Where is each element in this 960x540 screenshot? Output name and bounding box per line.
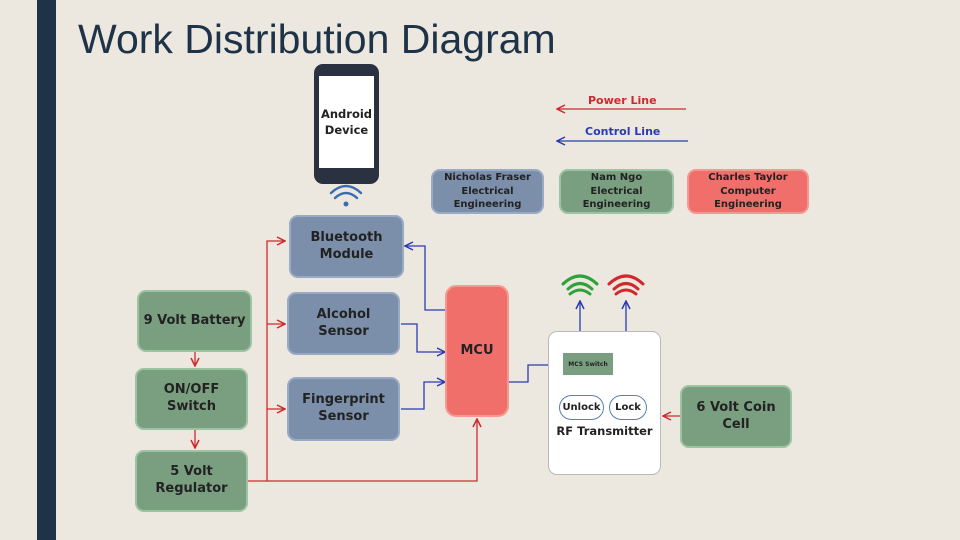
alcohol-sensor-block: Alcohol Sensor: [287, 292, 400, 355]
sidebar-bar: [37, 0, 56, 540]
rf-transmitter-label: RF Transmitter: [556, 424, 653, 438]
legend-power-label: Power Line: [588, 94, 657, 107]
unlock-button: Unlock: [559, 395, 604, 420]
control-wire-alcohol-mcu: [401, 323, 445, 352]
team-member-role: Electrical Engineering: [582, 185, 651, 211]
control-wire-fingerprint-mcu: [401, 382, 445, 410]
power-wire-trunk: [247, 241, 285, 482]
bluetooth-module-block: Bluetooth Module: [289, 215, 404, 278]
legend-control-label: Control Line: [585, 125, 661, 138]
battery-block: 9 Volt Battery: [137, 290, 252, 352]
mcu-block: MCU: [445, 285, 509, 417]
mcs-switch-block: MCS Switch: [563, 353, 613, 375]
android-device-label: Android Device: [319, 76, 374, 168]
fingerprint-sensor-block: Fingerprint Sensor: [287, 377, 400, 441]
team-member-role: Computer Engineering: [714, 185, 782, 211]
control-wire-mcu-rf: [509, 365, 561, 383]
wireless-signal-icon: [329, 184, 363, 207]
power-wire-mcu: [267, 419, 477, 482]
page-title: Work Distribution Diagram: [78, 16, 556, 62]
control-wire-mcu-bluetooth: [405, 246, 445, 311]
team-member-role: Electrical Engineering: [453, 185, 522, 211]
team-member-name: Nicholas Fraser: [444, 172, 531, 184]
lock-button: Lock: [609, 395, 647, 420]
team-member-name: Nam Ngo: [590, 172, 643, 184]
green-antenna-signal-icon: [561, 274, 599, 296]
on-off-switch-block: ON/OFF Switch: [135, 368, 248, 430]
red-antenna-signal-icon: [607, 274, 645, 296]
coin-cell-block: 6 Volt Coin Cell: [680, 385, 792, 448]
team-member-name: Charles Taylor: [708, 172, 788, 184]
voltage-regulator-block: 5 Volt Regulator: [135, 450, 248, 512]
